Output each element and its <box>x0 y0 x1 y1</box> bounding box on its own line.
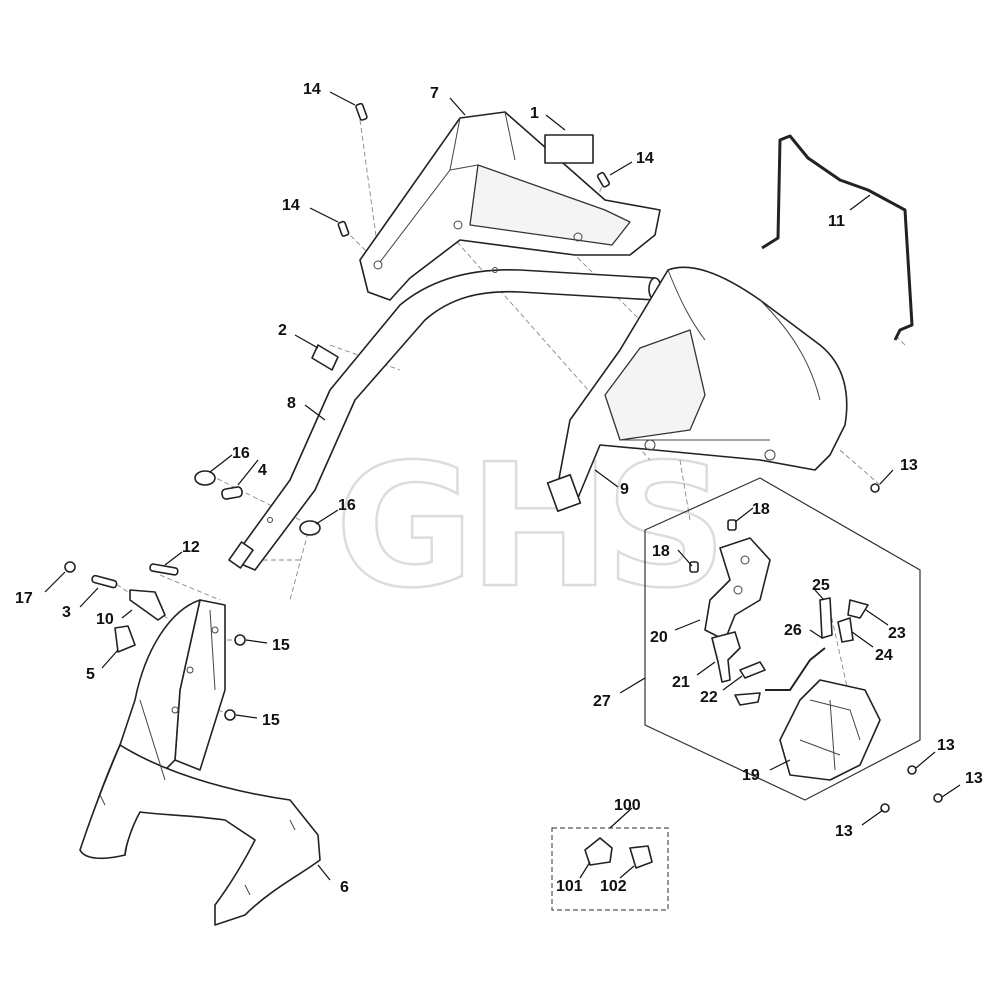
part-12-bolt <box>149 563 179 576</box>
part-3-pin <box>91 574 118 589</box>
part-22b-clip <box>734 692 761 706</box>
part-15-nut-a <box>234 634 246 646</box>
part-5-knob <box>114 625 136 653</box>
part-14-screw-a <box>355 102 368 121</box>
part-19-housing <box>779 679 881 781</box>
callout-4: 4 <box>258 462 267 479</box>
callout-21: 21 <box>672 674 690 691</box>
callout-7: 7 <box>430 85 439 102</box>
small-hardware <box>64 102 880 721</box>
callout-26: 26 <box>784 622 802 639</box>
callout-3: 3 <box>62 604 71 621</box>
leader-lines <box>44 91 961 881</box>
callout-13c: 13 <box>965 770 983 787</box>
part-7-upper-cover <box>359 111 661 301</box>
part-14-screw-c <box>337 220 350 237</box>
part-13-screw-c <box>933 793 943 803</box>
callout-22: 22 <box>700 689 718 706</box>
part-23-cam <box>847 599 869 619</box>
callout-labels: 1 2 3 4 5 6 7 8 9 10 11 12 13 13 13 13 1… <box>15 81 983 896</box>
callout-18b: 18 <box>652 543 670 560</box>
callout-14c: 14 <box>282 197 300 214</box>
callout-23: 23 <box>888 625 906 642</box>
part-14-screw-b <box>596 171 611 188</box>
callout-13a: 13 <box>900 457 918 474</box>
part-4-pin <box>221 486 243 500</box>
callout-15b: 15 <box>262 712 280 729</box>
part-17-ring <box>64 561 76 573</box>
callout-16a: 16 <box>232 445 250 462</box>
ghs-watermark: GHS <box>335 428 721 626</box>
part-27-kit <box>644 477 943 813</box>
callout-13b: 13 <box>937 737 955 754</box>
callout-27: 27 <box>593 693 611 710</box>
part-13-screw-b <box>907 765 917 775</box>
part-9-console <box>546 266 848 512</box>
callout-14a: 14 <box>303 81 321 98</box>
callout-5: 5 <box>86 666 95 683</box>
callout-12: 12 <box>182 539 200 556</box>
callout-14b: 14 <box>636 150 654 167</box>
callout-13d: 13 <box>835 823 853 840</box>
part-16-washer-b <box>299 520 321 536</box>
part-24-spring <box>837 617 854 643</box>
part-6-lower-handle <box>79 599 321 926</box>
callout-9: 9 <box>620 481 629 498</box>
callout-15a: 15 <box>272 637 290 654</box>
part-2-cable-clip <box>311 344 339 371</box>
callout-100: 100 <box>614 797 641 814</box>
part-25-lever <box>819 597 833 639</box>
callout-1: 1 <box>530 105 539 122</box>
callout-24: 24 <box>875 647 893 664</box>
callout-8: 8 <box>287 395 296 412</box>
callout-6: 6 <box>340 879 349 896</box>
callout-2: 2 <box>278 322 287 339</box>
callout-20: 20 <box>650 629 668 646</box>
part-18-screw-a <box>727 519 737 531</box>
callout-25: 25 <box>812 577 830 594</box>
part-18-screw-b <box>689 561 699 573</box>
callout-16b: 16 <box>338 497 356 514</box>
part-21-latch <box>711 631 741 683</box>
part-1-label <box>544 134 594 164</box>
callout-19: 19 <box>742 767 760 784</box>
callout-10: 10 <box>96 611 114 628</box>
part-11-bail-wire <box>761 134 914 341</box>
part-16-washer-a <box>194 470 216 486</box>
part-15-nut-b <box>224 709 236 721</box>
part-22-spring <box>739 661 766 679</box>
callout-17: 17 <box>15 590 33 607</box>
callout-101: 101 <box>556 878 583 895</box>
part-20-bracket <box>704 537 771 641</box>
part-13-screw-a <box>870 483 880 493</box>
part-10-lever <box>129 589 166 621</box>
part-100-kit <box>551 827 669 911</box>
part-26-rod <box>765 647 826 691</box>
part-101-latch <box>584 837 613 866</box>
part-102-knob <box>629 845 653 869</box>
callout-102: 102 <box>600 878 627 895</box>
callout-11: 11 <box>828 213 845 230</box>
callout-18a: 18 <box>752 501 770 518</box>
